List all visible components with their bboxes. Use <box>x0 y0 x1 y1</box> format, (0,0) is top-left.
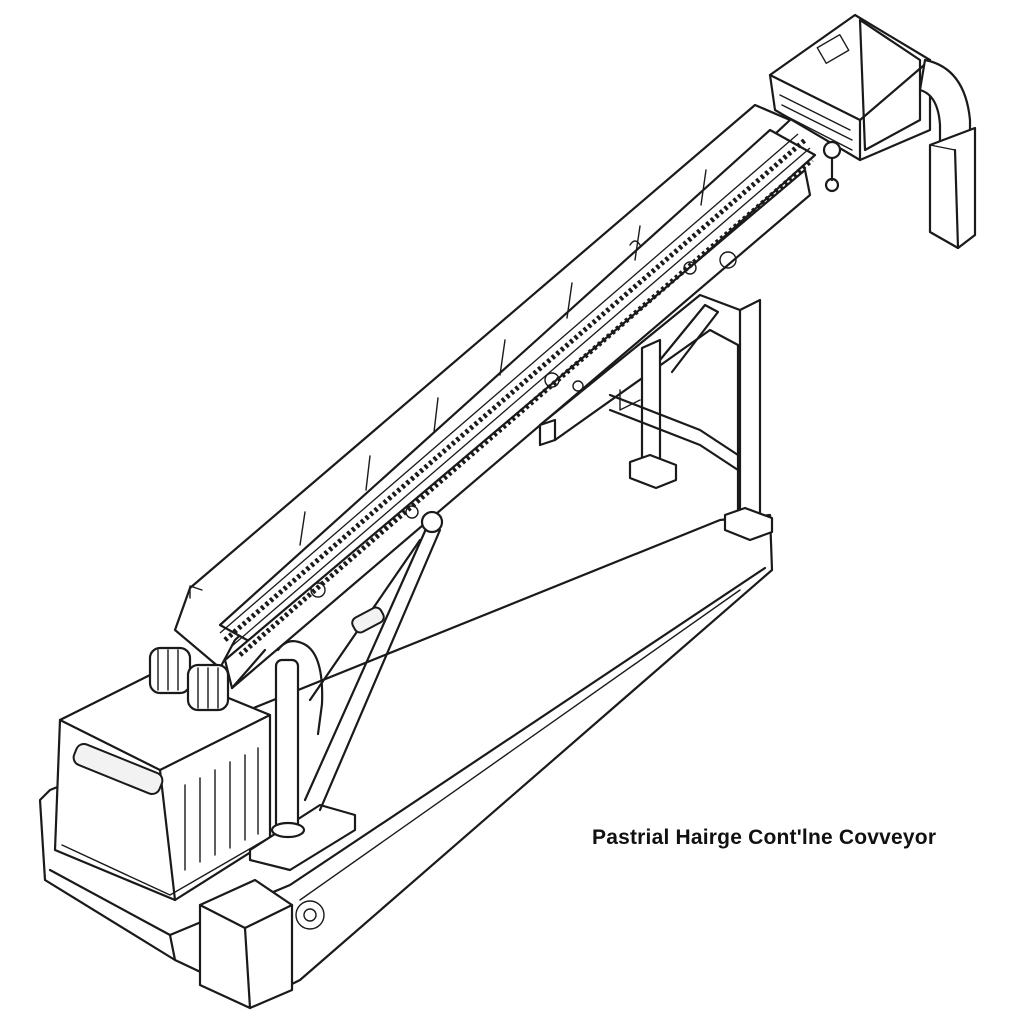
hydraulic-lift-strut <box>248 510 444 872</box>
discharge-chute <box>918 58 977 250</box>
conveyor-frame <box>173 103 817 690</box>
diagram-caption: Pastrial Hairge Cont'lne Covveyor <box>592 826 937 849</box>
tail-sprockets <box>148 646 230 712</box>
head-drive-unit <box>768 13 932 193</box>
support-stand <box>538 293 774 542</box>
front-foot-block <box>198 878 294 1010</box>
